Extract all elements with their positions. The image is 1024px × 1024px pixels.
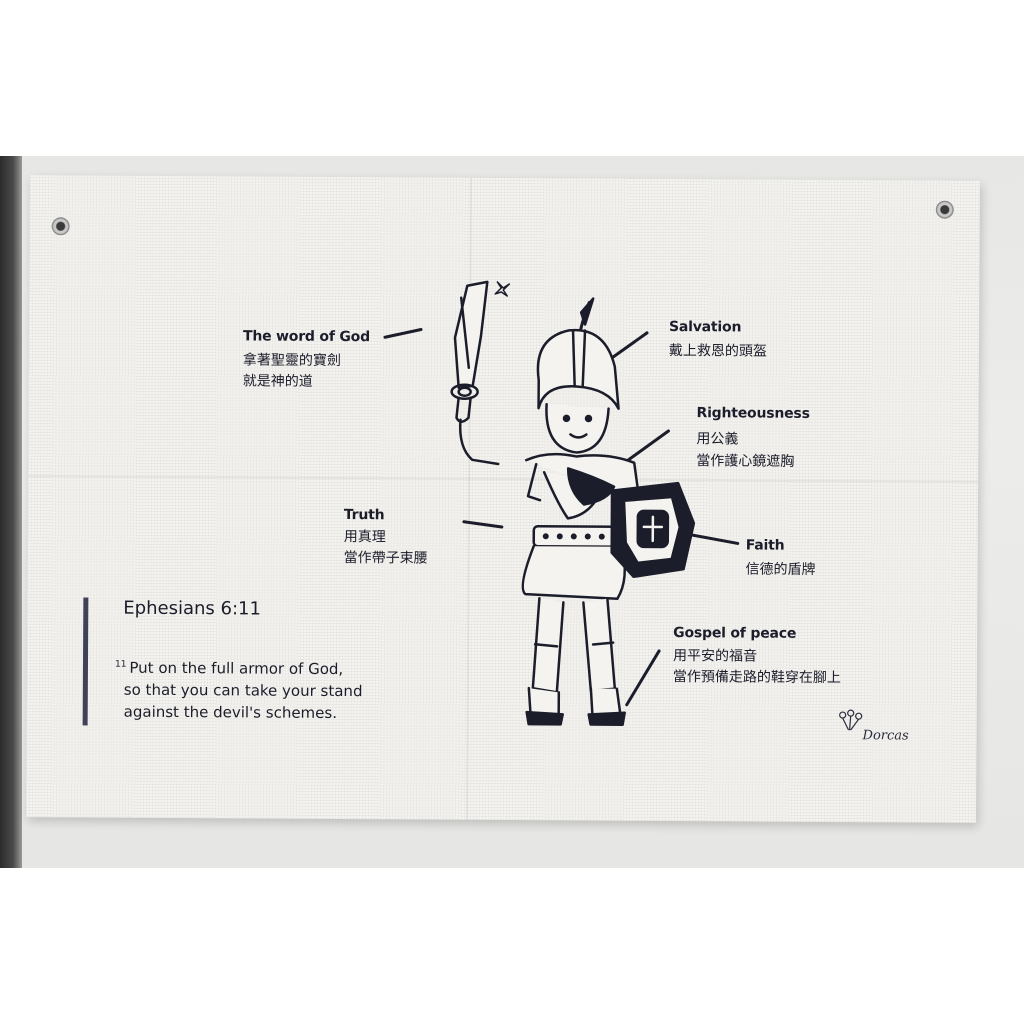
face	[545, 403, 610, 454]
raised-fist	[455, 396, 472, 423]
verse-reference: Ephesians 6:11	[123, 597, 262, 620]
verse-line-1-text: Put on the full armor of God,	[129, 658, 344, 679]
sword-label-en: The word of God	[242, 328, 370, 346]
tunic-skirt	[521, 544, 627, 600]
helmet-crest	[571, 329, 587, 388]
breastplate-label-en: Righteousness	[696, 405, 810, 422]
shoes-label-en: Gospel of peace	[673, 625, 797, 642]
shoes-label-zh-2: 當作預備走路的鞋穿在腳上	[672, 669, 841, 687]
helmet	[536, 328, 620, 410]
door-frame-edge	[0, 156, 22, 868]
pointer-helmet	[609, 331, 649, 361]
shield-label-en: Faith	[745, 537, 785, 554]
helmet-label-zh-1: 戴上救恩的頭盔	[668, 343, 767, 360]
sword-label-zh-1: 拿著聖靈的寶劍	[242, 352, 341, 370]
verse-number: 11	[114, 659, 127, 670]
flower-icon	[839, 709, 863, 731]
shoes-label-zh-1: 用平安的福音	[672, 648, 758, 665]
sword-blade	[453, 280, 489, 389]
sword-hilt	[450, 383, 479, 401]
raised-arm	[458, 418, 500, 466]
pointer-sword	[383, 327, 423, 339]
cross-icon	[642, 515, 664, 543]
armored-child-illustration	[450, 280, 696, 726]
verse-accent-bar	[82, 597, 89, 726]
verse-line-2: so that you can take your stand	[123, 680, 363, 701]
belt-label-zh-2: 當作帶子束腰	[343, 550, 428, 567]
verse-line-3: against the devil's schemes.	[123, 702, 338, 722]
armor-of-god-tapestry: The word of God 拿著聖靈的寶劍 就是神的道 Salvation …	[26, 175, 980, 823]
helmet-plume	[579, 297, 595, 326]
sword-blade-ridge	[459, 296, 471, 370]
breastplate-strap	[566, 467, 616, 506]
breastplate-label-zh-1: 用公義	[696, 431, 739, 448]
belt-label-en: Truth	[343, 507, 385, 524]
sword-label-zh-2: 就是神的道	[242, 373, 313, 390]
belt-label-zh-1: 用真理	[343, 529, 386, 546]
pointer-belt	[462, 520, 504, 529]
artist-signature: Dorcas	[862, 728, 909, 744]
breastplate-label-zh-2: 當作護心鏡遮胸	[696, 453, 795, 470]
pointer-shoes	[625, 649, 661, 707]
sparkle-icon	[494, 281, 511, 297]
shield-label-zh-1: 信德的盾牌	[745, 561, 816, 578]
helmet-label-en: Salvation	[669, 319, 742, 336]
